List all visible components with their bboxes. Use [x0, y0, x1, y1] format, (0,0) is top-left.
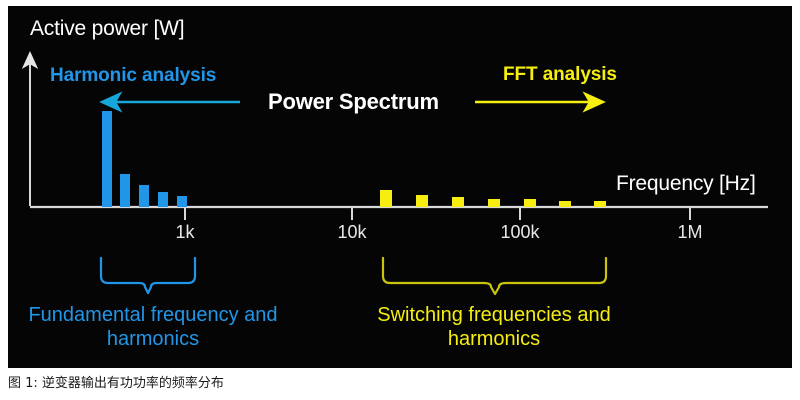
harmonic-brace	[99, 256, 197, 295]
switching-group-caption: Switching frequencies and harmonics	[360, 303, 628, 352]
y-axis-title: Active power [W]	[30, 17, 185, 40]
x-axis-ticks	[184, 207, 691, 220]
x-tick-label-10k: 10k	[337, 222, 367, 242]
switching-brace	[381, 256, 608, 296]
switching-group-caption-line2: harmonics	[447, 328, 541, 351]
harmonic-bars	[102, 111, 187, 207]
harmonic-group-caption-line2: harmonics	[106, 328, 200, 351]
x-tick-label-100k: 100k	[500, 222, 540, 242]
x-axis-title: Frequency [Hz]	[616, 172, 756, 195]
harmonic-group-caption: Fundamental frequency and harmonics	[8, 303, 298, 352]
figure-caption: 图 1: 逆变器输出有功功率的频率分布	[8, 376, 224, 391]
switching-bars	[380, 190, 606, 207]
harmonic-analysis-label: Harmonic analysis	[46, 63, 225, 90]
power-spectrum-label: Power Spectrum	[256, 87, 451, 119]
x-tick-label-1m: 1M	[677, 222, 703, 242]
figure-graphics	[21, 51, 768, 296]
figure-panel: Active power [W] Frequency [Hz] Harmonic…	[8, 6, 792, 368]
x-tick-label-1k: 1k	[175, 222, 195, 242]
harmonic-group-caption-line1: Fundamental frequency and	[28, 304, 278, 326]
switching-group-caption-line1: Switching frequencies and	[377, 304, 611, 326]
fft-analysis-label: FFT analysis	[493, 62, 627, 89]
